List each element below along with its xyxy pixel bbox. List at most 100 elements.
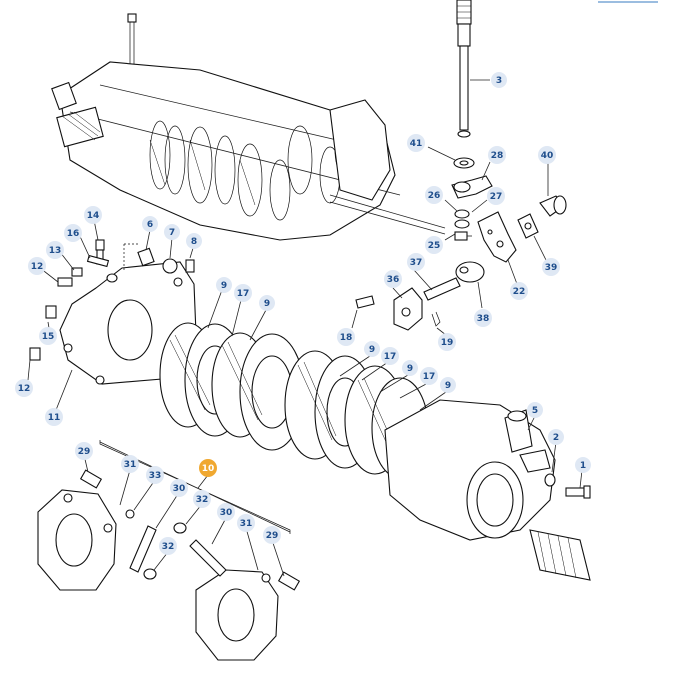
svg-text:11: 11 bbox=[48, 413, 61, 423]
selector-lever bbox=[451, 175, 493, 241]
callout-28[interactable]: 28 bbox=[488, 146, 506, 164]
callout-13[interactable]: 13 bbox=[46, 241, 64, 259]
svg-text:19: 19 bbox=[441, 338, 454, 348]
svg-text:30: 30 bbox=[220, 508, 233, 518]
callout-2[interactable]: 2 bbox=[548, 429, 564, 445]
callout-39[interactable]: 39 bbox=[542, 258, 560, 276]
svg-text:16: 16 bbox=[67, 229, 80, 239]
callout-30-left[interactable]: 30 bbox=[170, 479, 188, 497]
clutch-housing bbox=[384, 399, 591, 581]
callout-27[interactable]: 27 bbox=[487, 187, 505, 205]
svg-text:13: 13 bbox=[49, 246, 62, 256]
svg-text:17: 17 bbox=[423, 372, 436, 382]
callout-18[interactable]: 18 bbox=[337, 328, 355, 346]
callout-3[interactable]: 3 bbox=[491, 72, 507, 88]
callout-37[interactable]: 37 bbox=[407, 253, 425, 271]
svg-text:29: 29 bbox=[78, 447, 91, 457]
callout-15[interactable]: 15 bbox=[39, 327, 57, 345]
bolts-left bbox=[29, 239, 195, 361]
svg-text:28: 28 bbox=[491, 151, 504, 161]
svg-text:9: 9 bbox=[369, 345, 375, 355]
svg-text:9: 9 bbox=[445, 381, 451, 391]
svg-text:29: 29 bbox=[266, 531, 279, 541]
svg-text:39: 39 bbox=[545, 263, 558, 273]
brake-kit-bracket bbox=[99, 440, 291, 534]
svg-text:31: 31 bbox=[124, 460, 137, 470]
gear-shaft-assembly bbox=[51, 13, 446, 241]
svg-text:2: 2 bbox=[553, 433, 559, 443]
callout-32-top[interactable]: 32 bbox=[193, 490, 211, 508]
callout-14[interactable]: 14 bbox=[84, 206, 102, 224]
svg-text:37: 37 bbox=[410, 258, 423, 268]
callout-9-c[interactable]: 9 bbox=[364, 341, 380, 357]
plug-40 bbox=[517, 195, 567, 239]
svg-text:9: 9 bbox=[221, 281, 227, 291]
svg-text:32: 32 bbox=[162, 542, 175, 552]
callout-36[interactable]: 36 bbox=[384, 270, 402, 288]
svg-text:8: 8 bbox=[191, 237, 197, 247]
bracket-22 bbox=[477, 211, 517, 263]
callout-29-left[interactable]: 29 bbox=[75, 442, 93, 460]
svg-text:12: 12 bbox=[31, 262, 44, 272]
svg-text:17: 17 bbox=[237, 289, 250, 299]
callout-5[interactable]: 5 bbox=[527, 402, 543, 418]
callout-10-highlighted[interactable]: 10 bbox=[199, 459, 217, 477]
callout-8[interactable]: 8 bbox=[186, 233, 202, 249]
svg-text:18: 18 bbox=[340, 333, 353, 343]
callout-6[interactable]: 6 bbox=[142, 216, 158, 232]
svg-text:38: 38 bbox=[477, 314, 490, 324]
callout-41[interactable]: 41 bbox=[407, 134, 425, 152]
callout-11[interactable]: 11 bbox=[45, 408, 63, 426]
callout-16[interactable]: 16 bbox=[64, 224, 82, 242]
svg-text:31: 31 bbox=[240, 519, 253, 529]
svg-text:10: 10 bbox=[202, 464, 215, 474]
callout-32-bottom[interactable]: 32 bbox=[159, 537, 177, 555]
svg-text:41: 41 bbox=[410, 139, 423, 149]
brake-links bbox=[79, 469, 301, 591]
callout-40[interactable]: 40 bbox=[538, 146, 556, 164]
callout-29-right[interactable]: 29 bbox=[263, 526, 281, 544]
callout-17-b[interactable]: 17 bbox=[381, 347, 399, 365]
callout-17-a[interactable]: 17 bbox=[234, 284, 252, 302]
callout-31-right[interactable]: 31 bbox=[237, 514, 255, 532]
svg-text:5: 5 bbox=[532, 406, 538, 416]
callout-22[interactable]: 22 bbox=[510, 282, 528, 300]
callout-9-e[interactable]: 9 bbox=[440, 377, 456, 393]
callout-25[interactable]: 25 bbox=[425, 236, 443, 254]
svg-text:14: 14 bbox=[87, 211, 100, 221]
svg-text:25: 25 bbox=[428, 241, 441, 251]
brake-plate-right bbox=[195, 569, 279, 661]
callout-12-top[interactable]: 12 bbox=[28, 257, 46, 275]
svg-text:17: 17 bbox=[384, 352, 397, 362]
callout-31-left[interactable]: 31 bbox=[121, 455, 139, 473]
svg-text:22: 22 bbox=[513, 287, 526, 297]
callout-1[interactable]: 1 bbox=[575, 457, 591, 473]
svg-text:15: 15 bbox=[42, 332, 55, 342]
callout-26[interactable]: 26 bbox=[425, 186, 443, 204]
callout-19[interactable]: 19 bbox=[438, 333, 456, 351]
selector-shaft bbox=[456, 0, 472, 138]
svg-text:32: 32 bbox=[196, 495, 209, 505]
callout-33[interactable]: 33 bbox=[146, 466, 164, 484]
fork-assembly bbox=[355, 261, 485, 331]
svg-text:12: 12 bbox=[18, 384, 31, 394]
svg-text:9: 9 bbox=[264, 299, 270, 309]
svg-text:33: 33 bbox=[149, 471, 162, 481]
svg-text:3: 3 bbox=[496, 76, 502, 86]
callout-9-d[interactable]: 9 bbox=[402, 360, 418, 376]
callout-9-a[interactable]: 9 bbox=[216, 277, 232, 293]
svg-text:9: 9 bbox=[407, 364, 413, 374]
svg-text:36: 36 bbox=[387, 275, 400, 285]
svg-text:40: 40 bbox=[541, 151, 554, 161]
callout-7[interactable]: 7 bbox=[164, 224, 180, 240]
bolt-1 bbox=[565, 485, 591, 499]
callout-30-right[interactable]: 30 bbox=[217, 503, 235, 521]
callout-17-c[interactable]: 17 bbox=[420, 367, 438, 385]
callout-12-bottom[interactable]: 12 bbox=[15, 379, 33, 397]
svg-text:1: 1 bbox=[580, 461, 586, 471]
callout-38[interactable]: 38 bbox=[474, 309, 492, 327]
washer-41 bbox=[453, 157, 475, 169]
svg-text:26: 26 bbox=[428, 191, 441, 201]
callout-9-b[interactable]: 9 bbox=[259, 295, 275, 311]
